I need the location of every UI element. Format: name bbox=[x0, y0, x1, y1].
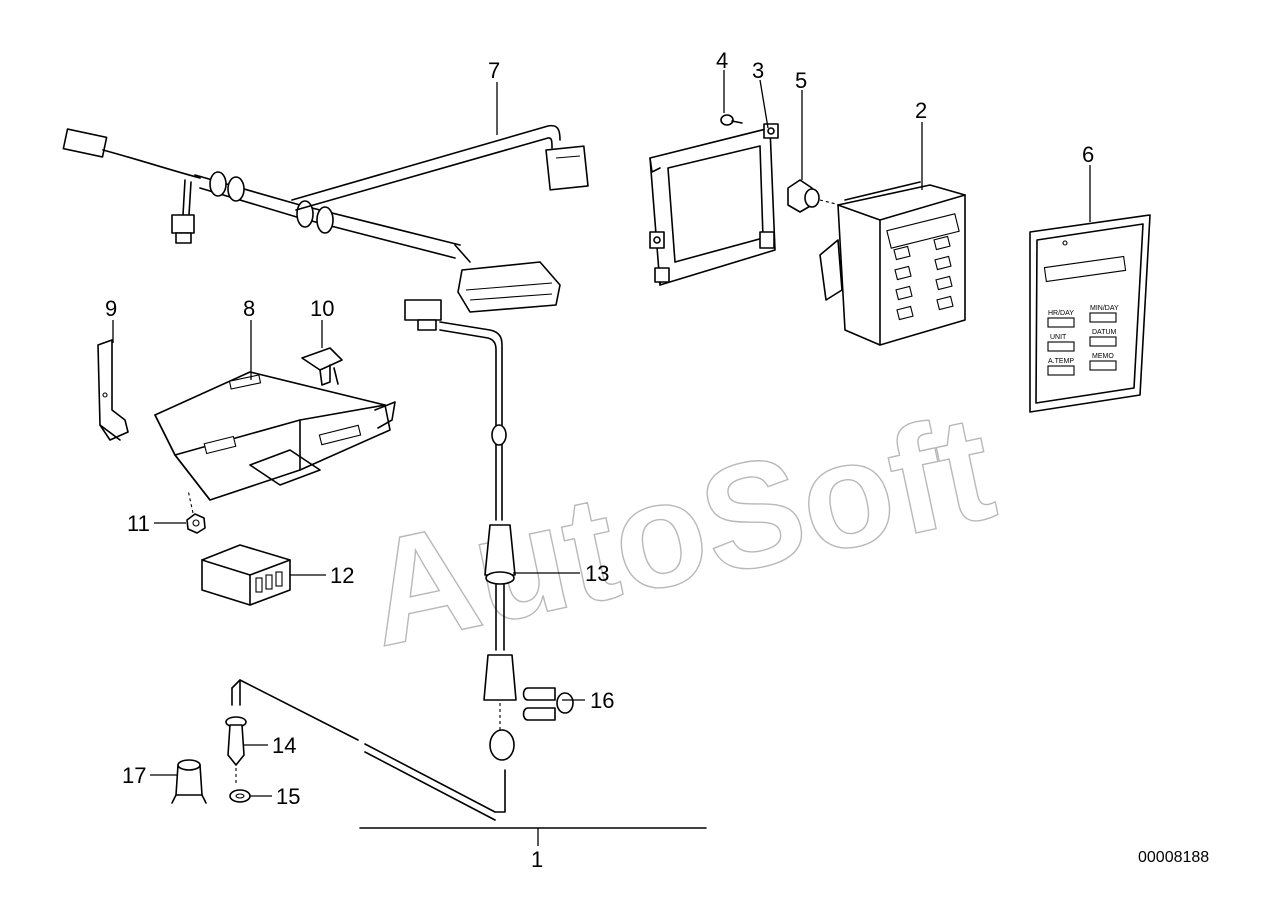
callout-2: 2 bbox=[915, 98, 927, 123]
callout-14: 14 bbox=[272, 733, 296, 758]
callout-16: 16 bbox=[590, 688, 614, 713]
leader-lines bbox=[112, 70, 1091, 846]
callout-4: 4 bbox=[716, 48, 728, 73]
part-10-bracket bbox=[301, 347, 343, 386]
document-number: 00008188 bbox=[1138, 849, 1209, 866]
part-15-washer bbox=[229, 789, 251, 803]
part-6-cover-panel: HR/DAY MIN/DAY UNIT DATUM A.TEMP MEMO bbox=[1029, 214, 1151, 413]
callout-1: 1 bbox=[531, 847, 543, 872]
part-1-tube bbox=[231, 679, 707, 829]
panel-label-memo: MEMO bbox=[1092, 353, 1114, 360]
callout-9: 9 bbox=[105, 296, 117, 321]
part-17-grommet bbox=[171, 759, 207, 804]
callout-7: 7 bbox=[488, 58, 500, 83]
callout-6: 6 bbox=[1082, 142, 1094, 167]
callout-numbers: 7 4 3 5 2 6 9 8 10 11 12 13 16 14 15 17 … bbox=[105, 48, 1094, 872]
part-11-nut bbox=[186, 489, 206, 534]
part-13-sensor-lead bbox=[404, 299, 517, 730]
part-8-holder bbox=[154, 371, 396, 501]
callout-5: 5 bbox=[795, 68, 807, 93]
part-3-frame bbox=[649, 123, 779, 286]
panel-label-unit: UNIT bbox=[1050, 334, 1067, 341]
callout-11: 11 bbox=[127, 511, 150, 536]
panel-label-datum: DATUM bbox=[1092, 329, 1117, 336]
part-7-wiring-harness bbox=[62, 124, 589, 313]
part-4-screw bbox=[720, 114, 743, 126]
watermark: AutoSoft bbox=[352, 381, 1008, 678]
callout-12: 12 bbox=[330, 563, 354, 588]
callout-17: 17 bbox=[122, 763, 146, 788]
callout-13: 13 bbox=[585, 561, 609, 586]
callout-15: 15 bbox=[276, 784, 300, 809]
part-16-clip bbox=[522, 687, 574, 721]
part-14-pin bbox=[225, 716, 247, 785]
callout-8: 8 bbox=[243, 296, 255, 321]
panel-label-min-day: MIN/DAY bbox=[1090, 305, 1119, 312]
panel-label-temp: A.TEMP bbox=[1048, 358, 1074, 365]
part-12-module bbox=[201, 544, 291, 606]
watermark-text: AutoSoft bbox=[352, 382, 1006, 678]
panel-label-hr-day: HR/DAY bbox=[1048, 310, 1074, 317]
part-2-computer-unit bbox=[819, 181, 966, 346]
part-5-bulb bbox=[787, 179, 841, 213]
part-9-bracket bbox=[97, 339, 129, 441]
callout-10: 10 bbox=[310, 296, 334, 321]
callout-3: 3 bbox=[752, 58, 764, 83]
